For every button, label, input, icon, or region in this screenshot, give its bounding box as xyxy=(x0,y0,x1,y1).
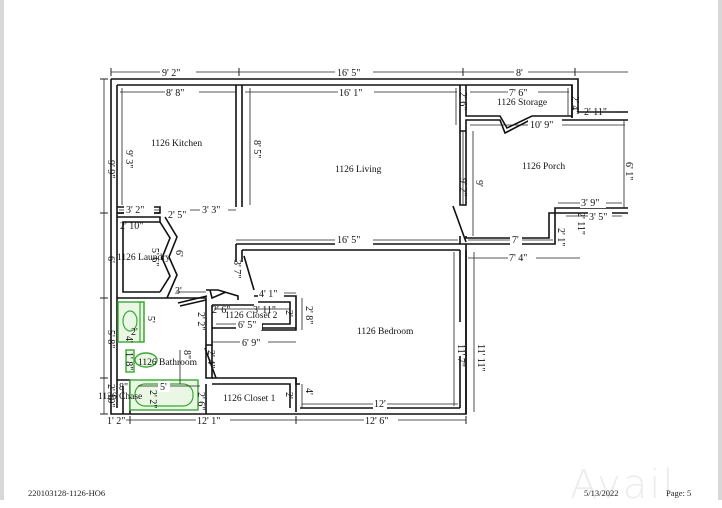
dim-bottom-mid: 12' 1" xyxy=(197,416,220,427)
dim-bath-center: 8" xyxy=(181,350,192,359)
room-label-bathroom: 1126 Bathroom xyxy=(138,358,198,368)
room-label-storage: 1126 Storage xyxy=(497,98,547,108)
bedroom-top-wall xyxy=(236,243,467,414)
dim-porch-top: 10' 9" xyxy=(530,120,553,131)
room-label-laundry: 1126 Laundry xyxy=(117,253,170,263)
dim-closet2-mid: 3' 11" xyxy=(253,305,276,316)
dim-storage-right-ext: 2' 11" xyxy=(584,107,607,118)
dim-closet2-outer: 6' 9" xyxy=(242,338,260,349)
dim-kitchen-door: 2' 5" xyxy=(168,210,186,221)
dim-closet2-inner: 6' 5" xyxy=(238,320,256,331)
dim-top-kitchen: 9' 2" xyxy=(162,68,180,79)
storage-walls xyxy=(459,85,628,135)
dim-bath-sink-h: 4' xyxy=(123,336,134,343)
dim-bedroom-inner-width: 12' xyxy=(374,399,386,410)
dim-closet1-depth: 2' xyxy=(283,392,294,399)
room-label-kitchen: 1126 Kitchen xyxy=(151,139,202,149)
dim-closet2-right: 4' 1" xyxy=(259,289,277,300)
dim-laundry-width: 2' 10" xyxy=(120,221,143,232)
dim-closet2-left: 2' 6" xyxy=(212,305,230,316)
room-label-bedroom: 1126 Bedroom xyxy=(357,327,414,337)
room-label-closet1: 1126 Closet 1 xyxy=(223,394,276,404)
dim-kitchen-inner-height: 9' 3" xyxy=(123,150,134,168)
dim-bath-vanity: 5' xyxy=(145,316,156,323)
dim-porch-step-inner: 3' 5" xyxy=(589,212,607,223)
sink-icon xyxy=(122,310,138,332)
watermark-logo: Avail xyxy=(570,462,676,508)
room-labels: 1126 Kitchen 1126 Living 1126 Storage 11… xyxy=(98,98,565,404)
room-label-porch: 1126 Porch xyxy=(522,162,565,172)
toilet-tank-icon xyxy=(125,349,135,373)
dim-closet2-side: 2' 8" xyxy=(303,306,314,324)
dim-laundry-inner-height: 5' 6" xyxy=(149,248,160,266)
dim-closet2-small: 2' 2" xyxy=(195,312,206,330)
document-id: 220103128-1126-HO6 xyxy=(28,488,106,498)
dim-bedroom-top-right: 7' 4" xyxy=(509,253,527,264)
toilet-icon xyxy=(134,352,158,368)
dim-closet2-depth: 2' xyxy=(283,310,294,317)
dim-closet1-side: 4' xyxy=(303,388,314,395)
dim-living-bottom: 16' 5" xyxy=(337,235,360,246)
dim-storage-right-height: 2' 4" xyxy=(569,96,580,114)
dim-bath-tub-h: 2' 6" xyxy=(195,392,206,410)
dim-bath-toilet: 1' 8" xyxy=(123,352,134,370)
page-edge-right xyxy=(718,0,722,500)
dim-kitchen-inner: 8' 8" xyxy=(166,88,184,99)
dim-chase-h: 2' 10" xyxy=(105,384,116,407)
dim-left-outer-mid: 6' xyxy=(105,256,116,263)
dim-porch-step-side: 2' 11" xyxy=(575,212,586,235)
bathroom-fixtures xyxy=(117,301,199,411)
dim-bottom-left: 1' 2" xyxy=(107,416,125,427)
dim-top-storage: 8' xyxy=(516,68,523,79)
kitchen-walls xyxy=(117,85,243,214)
dimension-labels: 9' 2" 16' 5" 8' 8' 8" 16' 1" 7' 6" 3' 2"… xyxy=(106,66,612,427)
dim-bath-tub-d: 2' 2" xyxy=(147,390,158,408)
living-porch-walls xyxy=(452,131,628,245)
dim-top-living: 16' 5" xyxy=(337,68,360,79)
dim-living-right-inner: 9' 2" xyxy=(457,178,468,196)
room-label-living: 1126 Living xyxy=(335,165,382,175)
dim-bedroom-inner-height: 11' 7" xyxy=(455,344,466,367)
room-label-chase: 1126 Chase xyxy=(98,392,142,402)
dim-bedroom-outer-height: 11' 11" xyxy=(475,344,486,372)
dim-porch-step-small: 2' 1" xyxy=(555,228,566,246)
dim-storage-side: 2' 6" xyxy=(457,92,468,110)
dim-kitchen-bottom-right: 3' 3" xyxy=(202,205,220,216)
dim-hall-door: 3' 7" xyxy=(231,260,242,278)
page-number: Page: 5 xyxy=(666,488,692,498)
vertical-dimension-labels: 9' 9" 9' 3" 8' 5" 6' 5' 6" 6' 3' 7" 2' 6… xyxy=(105,92,634,410)
dim-storage-inner: 7' 6" xyxy=(509,88,527,99)
dim-hall-width: 3' xyxy=(175,286,182,297)
dim-bath-left-outer: 5' 8" xyxy=(105,330,116,348)
laundry-walls xyxy=(117,216,178,299)
dim-bath-sink-w: 2' xyxy=(131,327,138,338)
dim-living-inner: 16' 1" xyxy=(339,88,362,99)
dim-left-outer-top: 9' 9" xyxy=(105,160,116,178)
dim-bottom-right: 12' 6" xyxy=(365,416,388,427)
room-label-closet2: 1126 Closet 2 xyxy=(225,311,278,321)
dim-living-right-outer: 9' xyxy=(473,180,484,187)
bathroom-walls xyxy=(117,345,300,414)
dim-porch-step-top: 3' 9" xyxy=(581,198,599,209)
dim-porch-height: 6' 1" xyxy=(623,162,634,180)
page-edge-left xyxy=(0,0,4,500)
dim-laundry-door: 6' xyxy=(173,250,184,257)
dim-kitchen-wall-height: 8' 5" xyxy=(251,140,262,158)
dim-bath-tub-w: 5' xyxy=(160,382,167,393)
dim-porch-bottom: 7' xyxy=(512,235,519,246)
dim-bath-door: 2' 4" xyxy=(205,350,216,368)
dim-chase-w: 8" xyxy=(119,382,128,393)
document-date: 5/13/2022 xyxy=(584,488,619,498)
dim-kitchen-bottom-left: 3' 2" xyxy=(126,205,144,216)
